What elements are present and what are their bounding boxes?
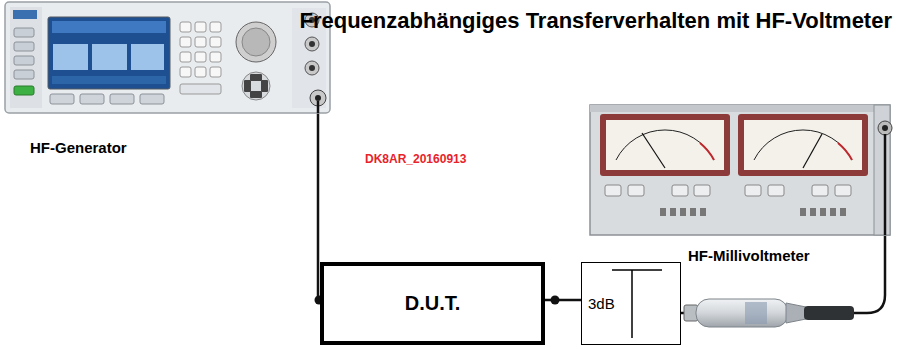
- illustration-part: [180, 22, 191, 32]
- illustration-part: [744, 120, 862, 170]
- illustration-part: [840, 208, 846, 216]
- illustration-part: [14, 28, 34, 37]
- illustration-part: [696, 299, 788, 327]
- illustration-part: [882, 125, 888, 131]
- illustration-part: [631, 270, 633, 338]
- watermark-label: DK8AR_20160913: [365, 152, 466, 166]
- illustration-part: [830, 208, 836, 216]
- illustration-part: [92, 44, 127, 70]
- illustration-part: [804, 306, 854, 320]
- diagram-title: Frequenzabhängiges Transferverhalten mit…: [300, 8, 893, 34]
- illustration-part: [884, 134, 887, 235]
- illustration-part: [210, 67, 221, 77]
- illustration-part: [80, 94, 104, 104]
- illustration-part: [242, 72, 270, 100]
- illustration-part: [315, 95, 321, 101]
- illustration-part: [309, 41, 315, 47]
- illustration-part: [745, 302, 767, 324]
- probe-illustration: [680, 292, 870, 336]
- illustration-part: [786, 303, 806, 323]
- illustration-part: [48, 17, 170, 89]
- illustration-part: [305, 61, 319, 75]
- illustration-part: [236, 22, 276, 62]
- node-label: 3dB: [588, 295, 615, 312]
- illustration-part: [180, 37, 191, 47]
- illustration-part: [700, 208, 706, 216]
- illustration-part: [261, 80, 268, 92]
- illustration-part: [210, 37, 221, 47]
- illustration-part: [754, 130, 852, 160]
- dut-box: D.U.T.: [320, 262, 545, 345]
- illustration-part: [210, 52, 221, 62]
- illustration-part: [680, 208, 686, 216]
- signal-wire: [545, 299, 581, 302]
- illustration-part: [670, 208, 676, 216]
- illustration-part: [590, 105, 890, 235]
- illustration-part: [250, 74, 262, 81]
- node-label: D.U.T.: [405, 292, 461, 315]
- illustration-part: [820, 208, 826, 216]
- illustration-part: [195, 67, 206, 77]
- illustration-part: [745, 185, 761, 196]
- illustration-part: [612, 269, 662, 271]
- illustration-part: [690, 208, 696, 216]
- illustration-part: [606, 120, 724, 170]
- illustration-part: [605, 185, 621, 196]
- illustration-part: [803, 134, 822, 168]
- illustration-part: [250, 91, 262, 98]
- illustration-part: [642, 133, 665, 168]
- illustration-part: [50, 94, 74, 104]
- illustration-part: [180, 52, 191, 62]
- illustration-part: [878, 121, 892, 135]
- illustration-part: [53, 44, 88, 70]
- illustration-part: [242, 28, 270, 56]
- illustration-part: [14, 56, 34, 65]
- illustration-part: [110, 94, 134, 104]
- illustration-part: [694, 185, 710, 196]
- illustration-part: [14, 70, 34, 79]
- millivoltmeter-instrument: HF-Millivoltmeter: [590, 105, 890, 235]
- illustration-part: [628, 185, 644, 196]
- illustration-part: [52, 21, 166, 33]
- illustration-part: [838, 143, 852, 160]
- node-label: HF-Millivoltmeter: [688, 247, 810, 264]
- generator-illustration: [0, 0, 340, 120]
- illustration-part: [131, 44, 164, 70]
- illustration-part: [210, 22, 221, 32]
- node-label: HF-Generator: [30, 139, 127, 156]
- illustration-part: [768, 185, 784, 196]
- illustration-part: [616, 130, 714, 160]
- illustration-part: [672, 185, 688, 196]
- illustration-part: [700, 143, 714, 160]
- illustration-part: [13, 10, 37, 19]
- illustration-part: [10, 7, 42, 108]
- illustration-part: [590, 105, 890, 112]
- illustration-part: [800, 208, 806, 216]
- illustration-part: [14, 42, 34, 51]
- illustration-part: [309, 65, 315, 71]
- illustration-part: [812, 185, 828, 196]
- attenuator-box: 3dB: [581, 262, 681, 345]
- illustration-part: [317, 101, 320, 113]
- illustration-part: [52, 76, 166, 84]
- generator-instrument: HF-Generator: [5, 2, 330, 113]
- millivoltmeter-illustration: [585, 100, 900, 240]
- illustration-part: [600, 114, 730, 176]
- illustration-part: [244, 80, 251, 92]
- illustration-part: [140, 94, 164, 104]
- junction-dot: [551, 296, 560, 305]
- illustration-part: [195, 22, 206, 32]
- illustration-part: [835, 185, 851, 196]
- illustration-part: [5, 2, 330, 113]
- illustration-part: [195, 37, 206, 47]
- illustration-part: [14, 86, 34, 95]
- illustration-part: [810, 208, 816, 216]
- illustration-part: [305, 37, 319, 51]
- illustration-part: [660, 208, 666, 216]
- illustration-part: [738, 114, 868, 176]
- illustration-part: [180, 67, 191, 77]
- illustration-part: [180, 84, 221, 94]
- illustration-part: [195, 52, 206, 62]
